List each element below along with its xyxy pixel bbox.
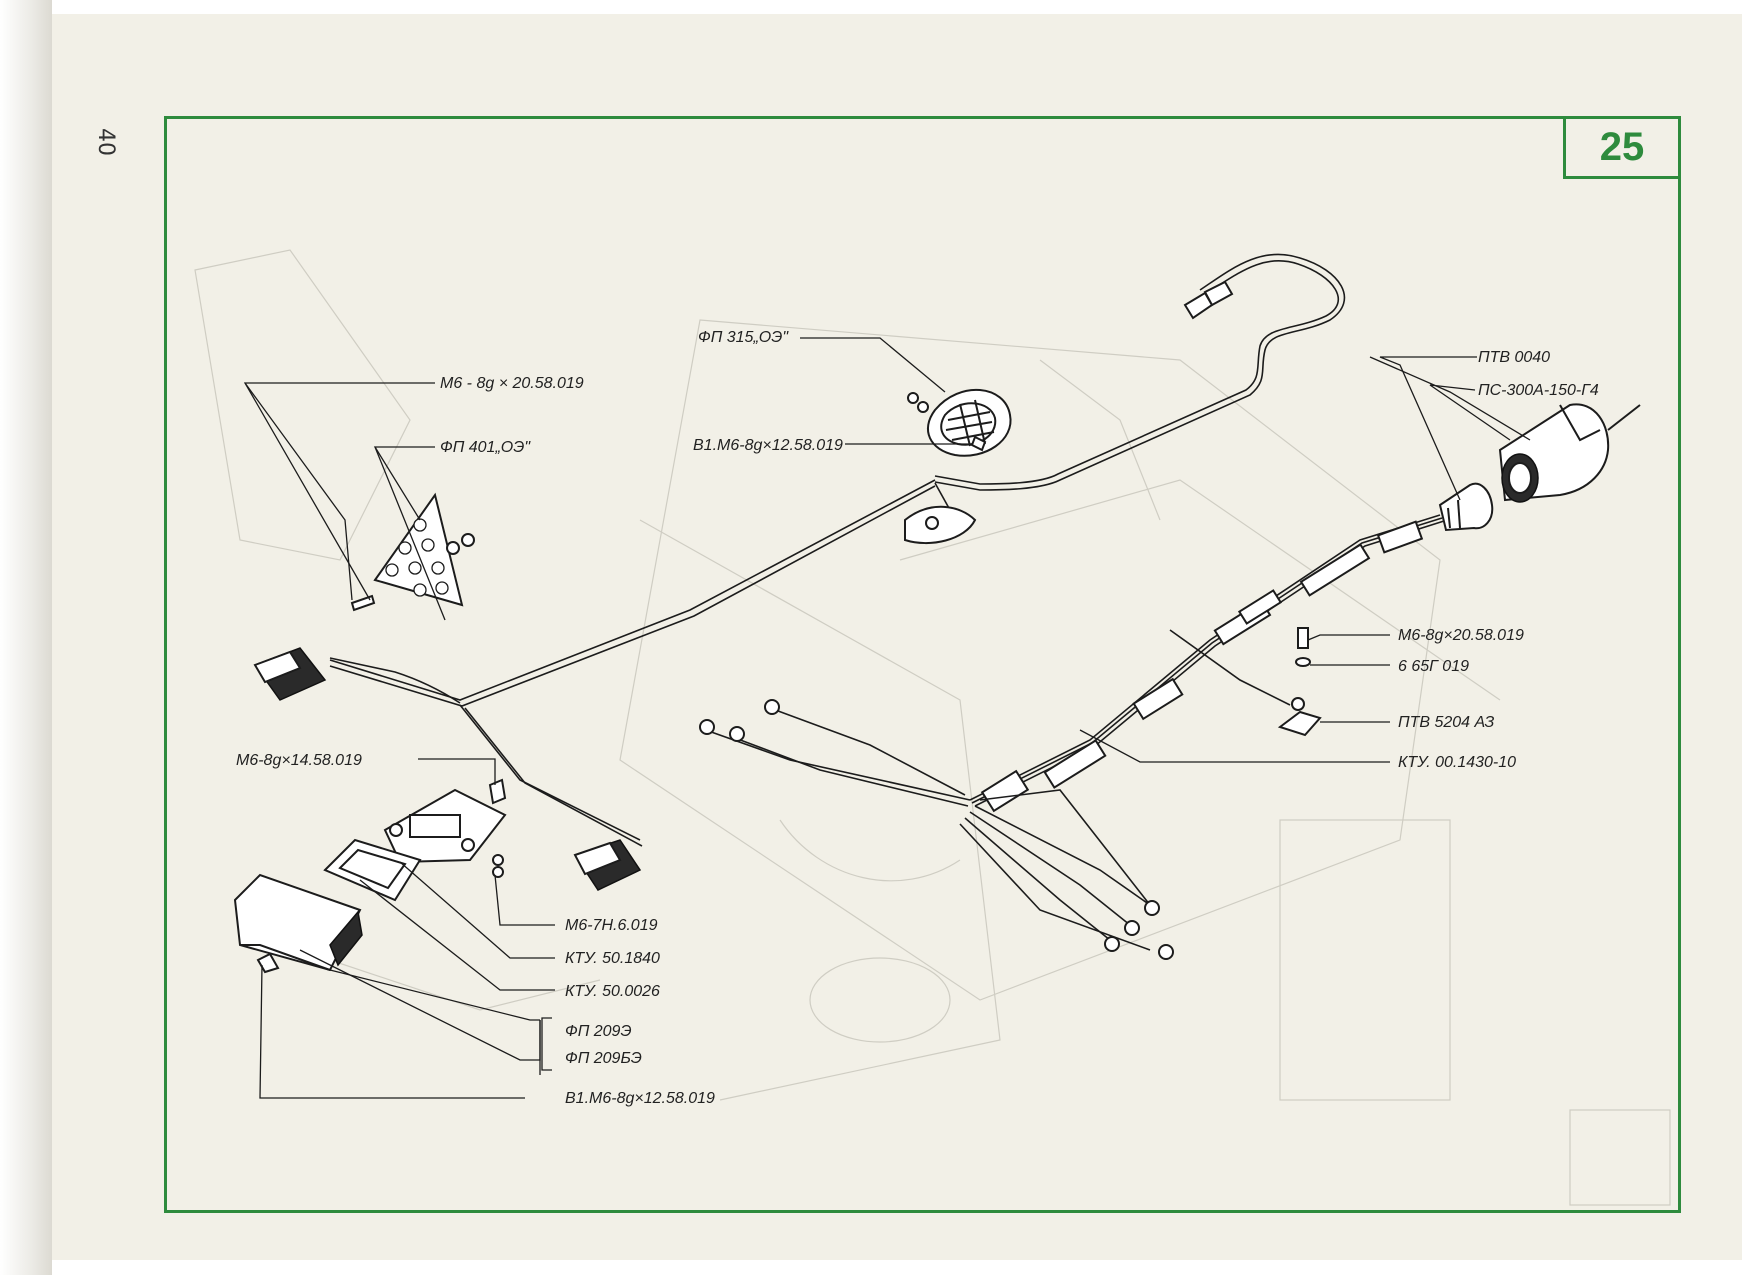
- label-brace: [541, 1017, 552, 1071]
- socket-assembly: [1438, 403, 1641, 532]
- label-m6-top: М6 - 8g × 20.58.019: [440, 375, 584, 392]
- label-kty-0026: КТУ. 50.0026: [565, 983, 660, 1000]
- label-fp401: ФП 401„ОЭ": [440, 439, 531, 456]
- leader-lines: [243, 337, 1531, 1099]
- label-m6-7h: М6-7Н.6.019: [565, 917, 658, 934]
- rear-lamp-fp315: [907, 280, 1234, 457]
- side-lamp-assembly: [233, 778, 507, 974]
- reflector-fp401: [350, 492, 475, 612]
- label-ptv5204: ПТВ 5204 АЗ: [1398, 714, 1494, 731]
- label-m6-14: М6-8g×14.58.019: [236, 752, 362, 769]
- figure-number: 25: [1599, 125, 1645, 169]
- bundle-sleeves: [980, 520, 1424, 813]
- left-lamp-connectors: [253, 647, 642, 891]
- label-m6-right: М6-8g×20.58.019: [1398, 627, 1524, 644]
- figure-number-box: 25: [1563, 116, 1681, 179]
- paper-sheet: [52, 14, 1742, 1260]
- ring-terminal: [925, 516, 939, 530]
- label-b1-m6-top: В1.М6-8g×12.58.019: [693, 437, 843, 454]
- ground-terminal: [1277, 627, 1322, 737]
- label-fp209be: ФП 209БЭ: [565, 1050, 642, 1067]
- label-fp209e: ФП 209Э: [565, 1023, 632, 1040]
- scan-edge-shadow: [0, 0, 52, 1275]
- label-washer: 6 65Г 019: [1398, 658, 1469, 675]
- label-ps300a: ПС-300А-150-Г4: [1478, 382, 1599, 399]
- label-b1-m6-bottom: В1.М6-8g×12.58.019: [565, 1090, 715, 1107]
- label-kty-right: КТУ. 00.1430-10: [1398, 754, 1516, 771]
- wiring-harness: [329, 253, 1445, 960]
- bleed-through-background: [194, 249, 1671, 1206]
- figure-frame: [164, 116, 1681, 1213]
- part-labels: ФП 315„ОЭ" ПТВ 0040 ПС-300А-150-Г4 М6 - …: [236, 329, 1599, 1107]
- label-kty-1840: КТУ. 50.1840: [565, 950, 660, 967]
- label-ptv0040: ПТВ 0040: [1478, 349, 1550, 366]
- label-fp315: ФП 315„ОЭ": [698, 329, 789, 346]
